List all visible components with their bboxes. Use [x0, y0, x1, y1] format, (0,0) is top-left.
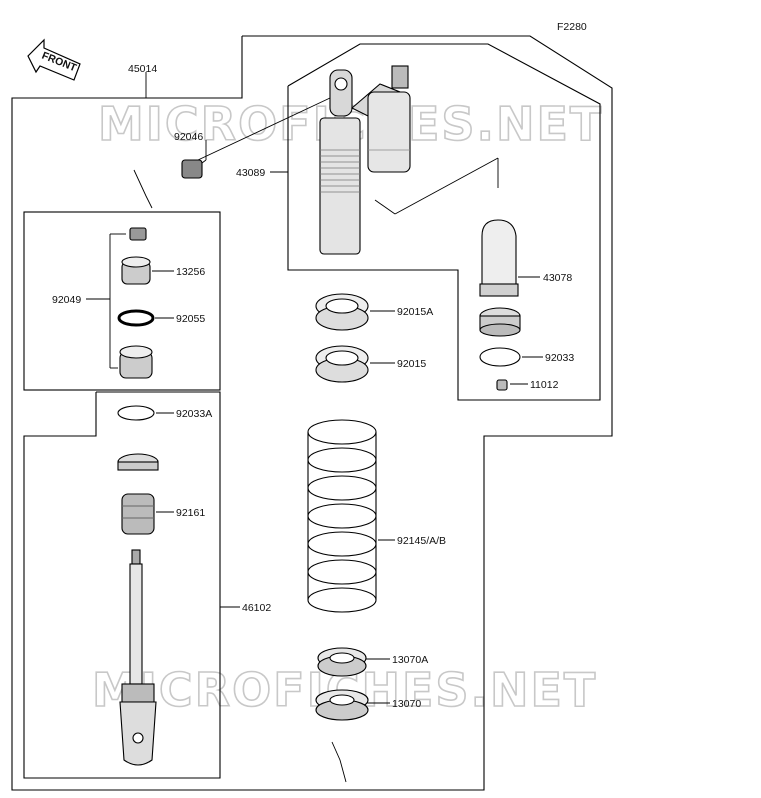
reservoir-seal — [479, 307, 521, 337]
piston-assembly-13256 — [121, 256, 151, 285]
bump-rubber-92161 — [121, 493, 155, 535]
label-92046: 92046 — [174, 131, 203, 143]
label-13070: 13070 — [392, 698, 421, 710]
label-92033A: 92033A — [176, 408, 212, 420]
label-43089: 43089 — [236, 167, 265, 179]
label-92055: 92055 — [176, 313, 205, 325]
label-13070A: 13070A — [392, 654, 428, 666]
reservoir-subframe — [287, 43, 601, 401]
spring-seat-13070A — [317, 647, 367, 677]
figure-code: F2280 — [557, 21, 587, 33]
cylinder-subframe — [23, 391, 221, 779]
valve-cap — [496, 379, 508, 391]
label-45014: 45014 — [128, 63, 157, 75]
piston-valve — [119, 345, 153, 379]
locknut-92015 — [315, 345, 369, 383]
label-11012: 11012 — [530, 379, 559, 391]
piston-rod — [119, 549, 157, 766]
assembly-frame-outer — [11, 35, 613, 791]
label-92033: 92033 — [545, 352, 574, 364]
label-43078: 43078 — [543, 272, 572, 284]
label-13256: 13256 — [176, 266, 205, 278]
spring-seat-13070 — [315, 689, 369, 721]
nut — [129, 227, 147, 241]
circlip-92033A — [117, 405, 155, 421]
seal-cap — [117, 453, 159, 471]
shock-body — [319, 65, 411, 255]
coil-spring — [307, 419, 377, 613]
bushing — [181, 159, 203, 179]
o-ring-92055 — [117, 309, 155, 327]
locknut-92015A — [315, 293, 369, 331]
front-arrow-icon: FRONT — [27, 38, 81, 81]
snap-ring — [479, 347, 521, 367]
reservoir-bladder — [479, 219, 519, 297]
piston-subframe — [23, 211, 221, 391]
label-92145AB: 92145/A/B — [397, 535, 446, 547]
label-92161: 92161 — [176, 507, 205, 519]
label-92015A: 92015A — [397, 306, 433, 318]
label-92049: 92049 — [52, 294, 81, 306]
label-92015: 92015 — [397, 358, 426, 370]
label-46102: 46102 — [242, 602, 271, 614]
